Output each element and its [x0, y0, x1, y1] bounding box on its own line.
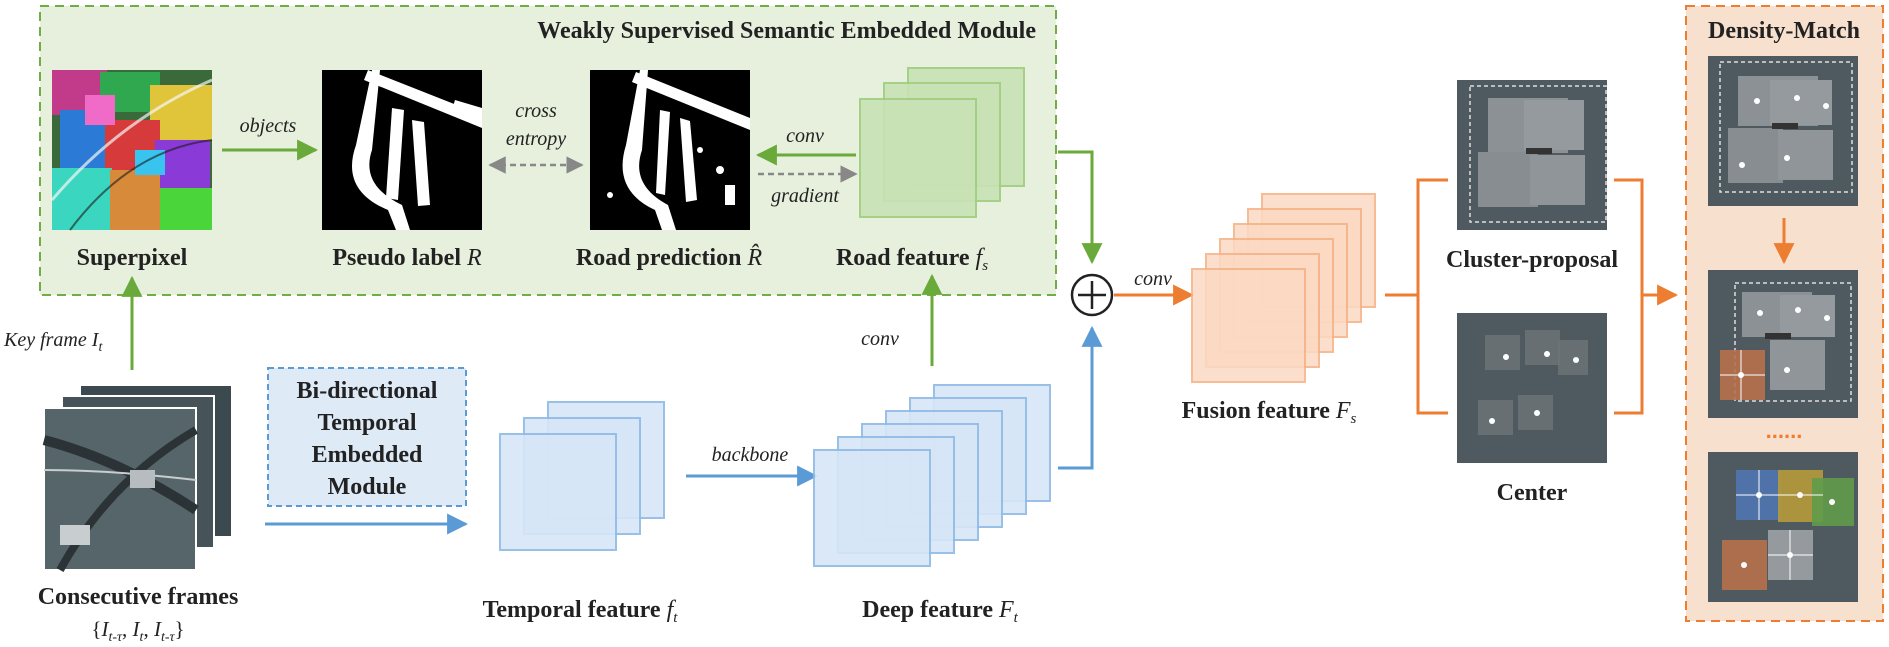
density-match-image-2 — [1708, 270, 1858, 418]
superpixel-label: Superpixel — [77, 245, 188, 271]
cluster-proposal-image — [1457, 80, 1607, 230]
fusion-feature-stack — [1191, 193, 1376, 383]
road-feature-label: Road feature fs — [836, 245, 988, 274]
deep-feature-stack — [813, 384, 1051, 567]
bte-module-line2: Temporal — [317, 410, 416, 436]
deep-feature-label: Deep feature Ft — [862, 597, 1019, 626]
density-ellipsis: ...... — [1766, 418, 1803, 443]
cross-label: cross — [515, 100, 557, 122]
cluster-proposal-label: Cluster-proposal — [1446, 247, 1618, 273]
fusion-plus-node — [1070, 273, 1114, 317]
backbone-label: backbone — [712, 444, 789, 466]
superpixel-image — [50, 70, 213, 231]
density-match-title: Density-Match — [1708, 18, 1860, 44]
bte-module-line3: Embedded — [312, 442, 423, 468]
conv-deep-label: conv — [861, 328, 899, 350]
objects-label: objects — [240, 115, 297, 137]
key-frame-label: Key frame It — [3, 329, 103, 355]
road-prediction-image — [590, 70, 750, 230]
bte-module-line1: Bi-directional — [297, 378, 438, 404]
temporal-feature-stack — [499, 401, 665, 551]
center-image — [1457, 313, 1607, 463]
density-match-image-3 — [1708, 452, 1858, 602]
conv-road-label: conv — [786, 125, 824, 147]
center-label: Center — [1497, 480, 1568, 506]
pseudo-label-image — [322, 70, 482, 230]
deep-to-fusion-arrow — [1058, 325, 1103, 470]
consecutive-frames-stack — [42, 384, 233, 572]
wssem-title: Weakly Supervised Semantic Embedded Modu… — [537, 18, 1036, 44]
bte-module-line4: Module — [328, 474, 407, 500]
density-branch-bracket — [1614, 178, 1644, 415]
consecutive-frames-label: Consecutive frames — [38, 584, 239, 610]
fusion-branch-bracket — [1385, 178, 1448, 415]
fusion-feature-label: Fusion feature Fs — [1182, 398, 1357, 427]
frames-set-label: {It-τ, It, It-τ} — [91, 617, 184, 645]
density-match-image-1 — [1708, 56, 1858, 206]
gradient-label: gradient — [771, 185, 839, 207]
pseudo-label-label: Pseudo label R — [332, 245, 482, 271]
road-prediction-label: Road prediction R̂ — [576, 244, 763, 271]
entropy-label: entropy — [506, 128, 566, 150]
road-feature-stack — [859, 67, 1025, 218]
temporal-feature-label: Temporal feature ft — [483, 597, 679, 626]
road-to-fusion-arrow — [1058, 150, 1103, 265]
conv-fuse-label: conv — [1134, 268, 1172, 290]
bte-module-box — [267, 367, 467, 507]
